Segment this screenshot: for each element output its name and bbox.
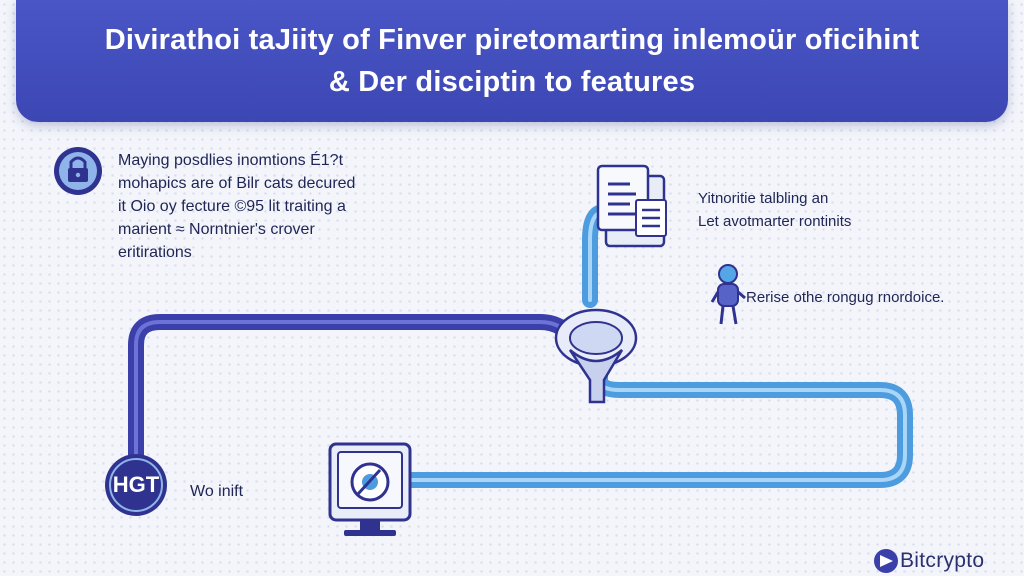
start-node-label: Wo inift [190, 483, 244, 500]
left-note-line: it Oio oy fecture ©95 lit traiting a [118, 198, 346, 215]
monitor-icon [328, 442, 412, 536]
document-icon [596, 164, 667, 248]
person-icon [710, 264, 746, 325]
badge-icon [105, 454, 167, 516]
bitcrypto-logo [874, 549, 898, 573]
left-note-line: eritirations [118, 244, 192, 261]
brand-name: Bitcrypto [900, 549, 985, 572]
page-subtitle: & Der disciptin to features [328, 66, 696, 98]
left-note-line: mohapics are of Bilr cats decured [118, 175, 356, 192]
right-note-line: Yitnoritie talbling an [698, 190, 829, 207]
right-note-line: Let avotmarter rontinits [698, 213, 852, 230]
flow-path-light-main [402, 360, 913, 488]
start-badge-text: HGT [112, 472, 160, 497]
page-title: Divirathoi taJiity of Finver piretomarti… [104, 24, 920, 56]
lock-icon [54, 147, 102, 195]
funnel-icon [554, 308, 638, 404]
header-banner: Divirathoi taJiity of Finver piretomarti… [16, 0, 1008, 122]
left-note-line: Maying posdlies inomtions É1?t [118, 152, 344, 169]
left-note-line: marient ≈ Norntnier's crover [118, 221, 315, 238]
right-note: Yitnoritie talbling an Let avotmarter ro… [698, 187, 851, 233]
brand: Bitcrypto [872, 546, 984, 576]
person-callout: Rerise othe rongug rnordoice. [746, 289, 945, 306]
left-note: Maying posdlies inomtions É1?t mohapics … [118, 149, 355, 264]
